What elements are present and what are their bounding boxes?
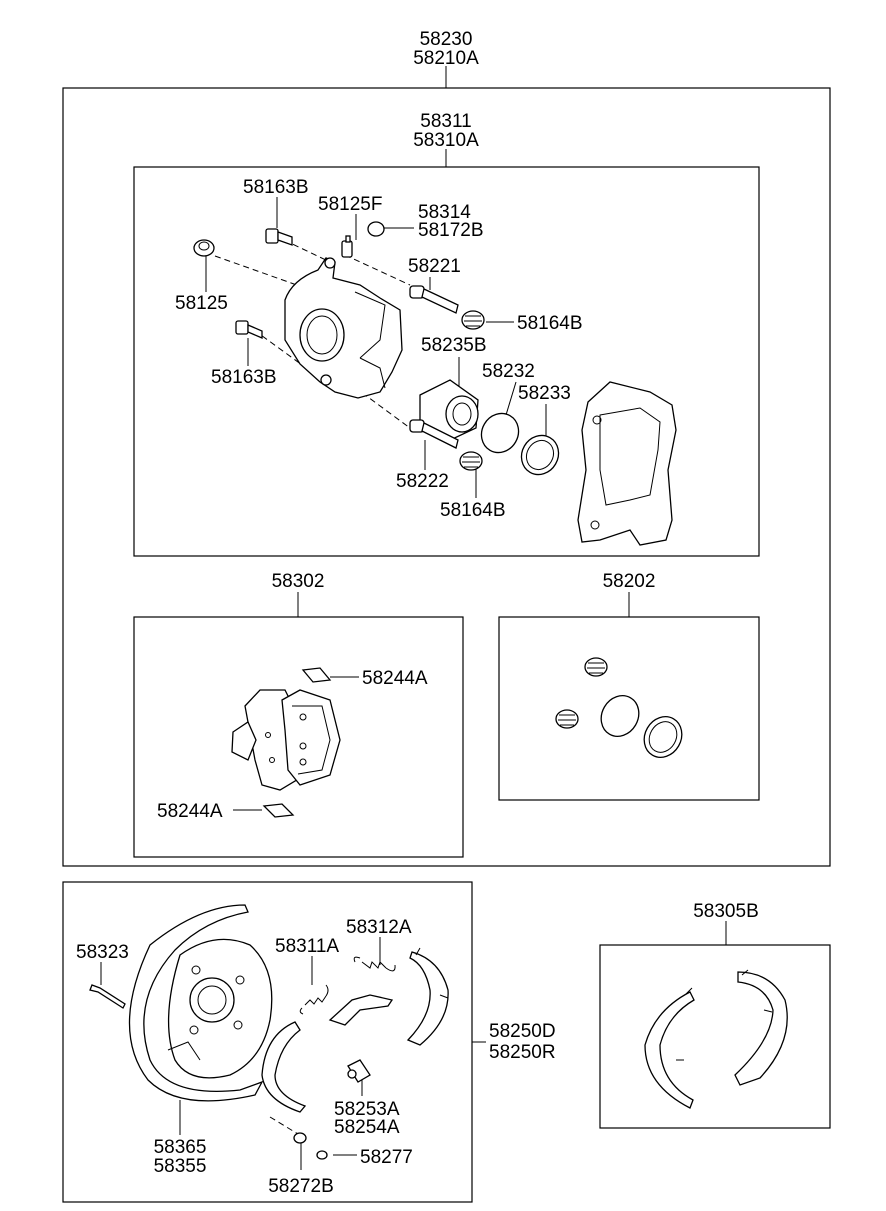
label-guide-pin-upper: 58221 (408, 256, 461, 277)
label-shim-lower: 58244A (157, 801, 223, 822)
label-seal-kit: 58202 (603, 571, 656, 592)
label-spring-a: 58311A (275, 936, 339, 957)
label-shim-upper: 58244A (362, 668, 428, 689)
label-caliper-group: 58311 (420, 111, 471, 132)
shoe-kit-box (599, 944, 831, 1129)
label-backing-bolt: 58323 (76, 942, 129, 963)
part-labels: 58230 58210A 58311 58310A 58163B 58125F … (76, 29, 759, 1197)
label-bleeder-cap-alt: 58172B (418, 220, 484, 241)
label-spring-b: 58312A (346, 917, 412, 938)
parking-brake-illustration (89, 904, 449, 1170)
label-bolt-lower: 58163B (211, 367, 277, 388)
label-adjuster: 58253A (334, 1099, 400, 1120)
shoe-kit-illustration (644, 969, 788, 1109)
label-pad-kit: 58302 (272, 571, 325, 592)
label-assembly-main-alt: 58210A (413, 48, 479, 69)
label-bolt-left: 58125 (175, 293, 228, 314)
label-bleeder-screw: 58125F (318, 194, 382, 215)
label-guide-pin-lower: 58222 (396, 471, 449, 492)
label-piston-seal: 58232 (482, 361, 535, 382)
label-bleeder-cap: 58314 (418, 202, 471, 223)
label-bolt-upper: 58163B (243, 177, 309, 198)
label-adjuster-alt: 58254A (334, 1117, 400, 1138)
label-piston: 58235B (421, 335, 487, 356)
label-pin: 58277 (360, 1147, 413, 1168)
pad-kit-illustration (231, 667, 359, 818)
label-piston-boot: 58233 (518, 383, 571, 404)
label-assembly-main: 58230 (420, 29, 473, 50)
label-brake-assembly-alt: 58250R (489, 1042, 556, 1063)
caliper-illustration (193, 197, 677, 546)
label-spring-cup: 58272B (268, 1176, 334, 1197)
label-backing-plate: 58365 (154, 1137, 207, 1158)
label-boot-upper: 58164B (517, 313, 583, 334)
label-backing-plate-alt: 58355 (154, 1156, 207, 1177)
label-shoe-kit: 58305B (693, 901, 759, 922)
label-caliper-group-alt: 58310A (413, 130, 479, 151)
seal-kit-illustration (555, 657, 683, 758)
label-boot-lower: 58164B (440, 500, 506, 521)
label-brake-assembly: 58250D (489, 1021, 556, 1042)
